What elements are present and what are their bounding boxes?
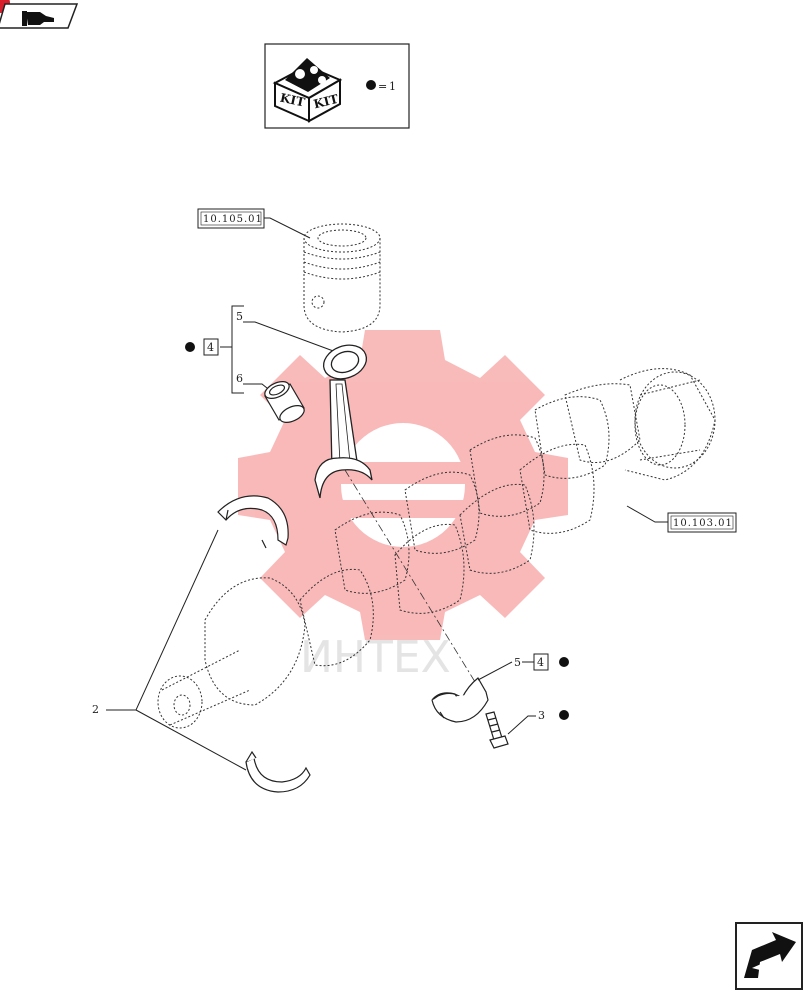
kit-legend: KIT KIT = 1 [264,43,410,129]
part-5-bearing-label: 5 [514,656,521,669]
arrow-next-page-icon [744,932,796,978]
callout-part-2: 2 [92,529,247,771]
ref-piston-label: 10.105.01 [203,214,263,225]
main-bearing-shell-upper [217,495,289,549]
kit-label-right: KIT [312,92,340,112]
callout-rod-bearing: 5 4 [477,653,569,681]
hand-pointer-left-icon [22,11,54,26]
kit-label-left: KIT [279,91,306,110]
connecting-rod [314,344,373,499]
small-end-bush [264,381,305,423]
watermark-gear-logo [238,330,568,640]
kit-ref-lower: 4 [537,656,544,669]
kit-box-icon: KIT KIT [272,58,343,123]
callout-part-3: 3 [507,709,569,735]
kit-dot-lower-icon [559,657,569,667]
main-bearing-shell-lower [245,750,311,793]
ref-piston-link[interactable]: 10.105.01 [197,208,311,239]
bracket-rod-kit: 4 5 6 [185,305,337,394]
kit-dot-bolt-icon [559,710,569,720]
kit-ref-upper: 4 [207,341,214,354]
legend-qty: 1 [389,80,396,93]
rod-bearing-shell [431,677,489,723]
kit-dot-upper-icon [185,342,195,352]
ref-crankshaft-link[interactable]: 10.103.01 [626,505,737,533]
cap-bolt [485,711,509,749]
part-6-bush-label: 6 [236,372,243,385]
watermark-text: ИНТЕХ [300,632,451,683]
part-2-label: 2 [92,703,99,716]
part-5-rod-label: 5 [236,310,243,323]
piston-drawing [303,223,381,333]
assembly-axis-line [344,469,481,691]
prev-page-button[interactable] [0,0,79,29]
crankshaft-drawing [157,368,716,729]
legend-equals: = [378,80,387,93]
filled-dot-icon [366,80,376,90]
ref-crankshaft-label: 10.103.01 [673,518,733,529]
next-page-button[interactable] [735,922,803,990]
part-3-label: 3 [538,709,545,722]
